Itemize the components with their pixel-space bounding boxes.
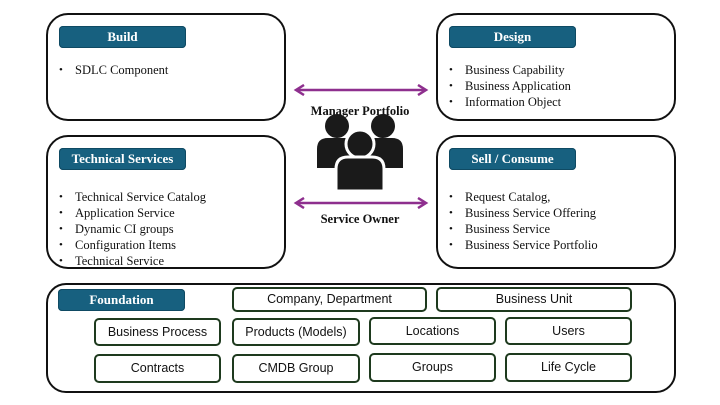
service-owner-label: Service Owner: [320, 212, 400, 226]
list-item: Information Object: [448, 94, 571, 110]
list-item: Business Application: [448, 78, 571, 94]
list-item: Application Service: [58, 205, 206, 221]
list-item: Business Service Offering: [448, 205, 598, 221]
list-item: Configuration Items: [58, 237, 206, 253]
build-panel: Build SDLC Component: [46, 13, 286, 121]
chip-users: Users: [505, 317, 632, 345]
chip-cmdb-group: CMDB Group: [232, 354, 360, 383]
build-list: SDLC Component: [58, 62, 168, 78]
build-title: Build: [59, 26, 186, 48]
list-item: Business Service Portfolio: [448, 237, 598, 253]
chip-locations: Locations: [369, 317, 496, 345]
technical-services-panel: Technical Services Technical Service Cat…: [46, 135, 286, 269]
chip-business-process: Business Process: [94, 318, 221, 346]
chip-products-models: Products (Models): [232, 318, 360, 346]
people-group-icon: [317, 114, 403, 191]
list-item: SDLC Component: [58, 62, 168, 78]
design-title: Design: [449, 26, 576, 48]
design-panel: Design Business Capability Business Appl…: [436, 13, 676, 121]
double-arrow-icon: [293, 84, 429, 96]
technical-services-title: Technical Services: [59, 148, 186, 170]
foundation-title: Foundation: [58, 289, 185, 311]
design-list: Business Capability Business Application…: [448, 62, 571, 110]
chip-groups: Groups: [369, 353, 496, 382]
list-item: Business Capability: [448, 62, 571, 78]
sell-consume-list: Request Catalog, Business Service Offeri…: [448, 189, 598, 253]
chip-company-department: Company, Department: [232, 287, 427, 312]
sell-consume-title: Sell / Consume: [449, 148, 576, 170]
list-item: Dynamic CI groups: [58, 221, 206, 237]
technical-services-list: Technical Service Catalog Application Se…: [58, 189, 206, 269]
sell-consume-panel: Sell / Consume Request Catalog, Business…: [436, 135, 676, 269]
chip-contracts: Contracts: [94, 354, 221, 383]
list-item: Technical Service Catalog: [58, 189, 206, 205]
list-item: Request Catalog,: [448, 189, 598, 205]
chip-business-unit: Business Unit: [436, 287, 632, 312]
chip-life-cycle: Life Cycle: [505, 353, 632, 382]
list-item: Technical Service: [58, 253, 206, 269]
double-arrow-icon: [293, 197, 429, 209]
list-item: Business Service: [448, 221, 598, 237]
